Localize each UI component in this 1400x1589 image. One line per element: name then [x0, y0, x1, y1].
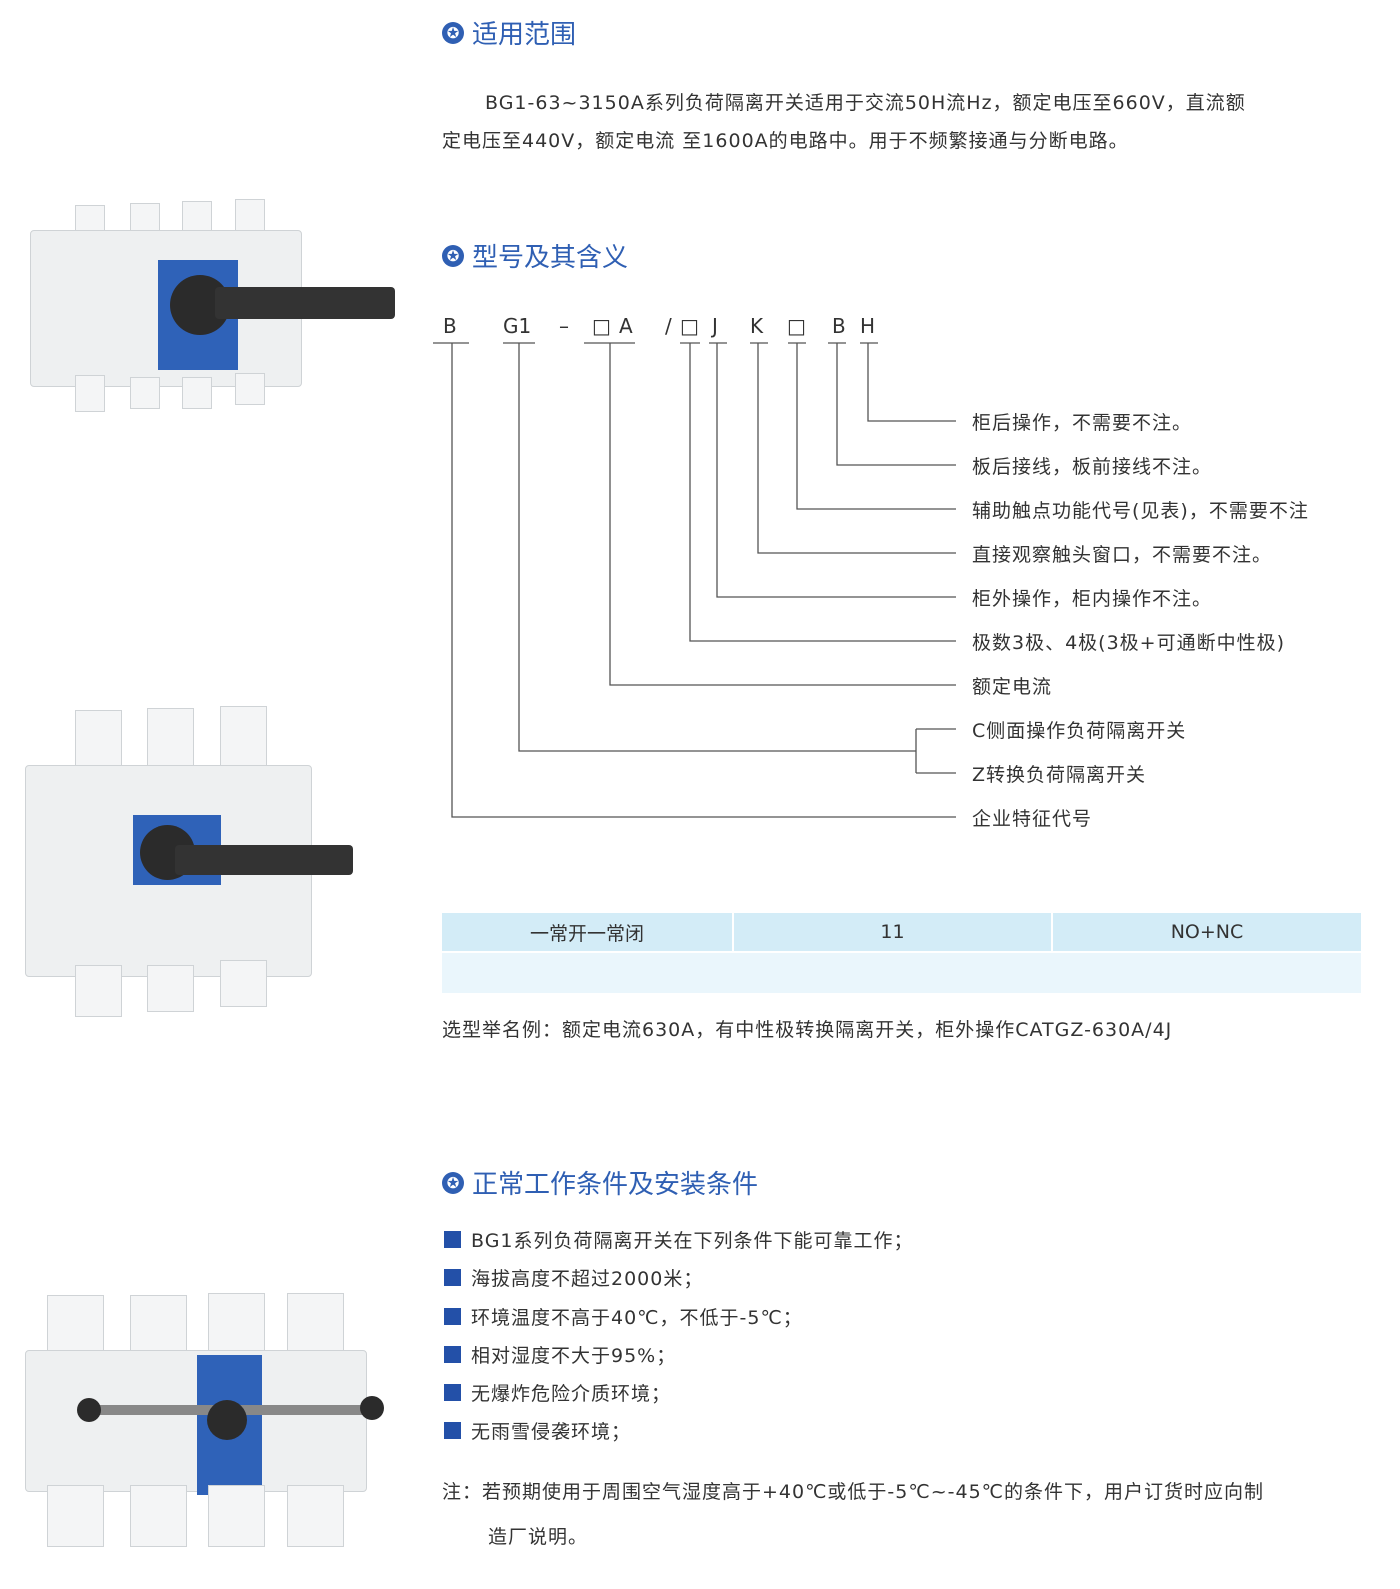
bullet-square-icon [444, 1346, 461, 1363]
section-title-scope: ✪ 适用范围 [442, 14, 576, 51]
condition-text: 相对湿度不大于95%； [471, 1345, 677, 1367]
selection-example: 选型举名例：额定电流630A，有中性极转换隔离开关，柜外操作CATGZ-630A… [442, 1019, 1173, 1041]
table-cell [733, 952, 1052, 993]
condition-text: 环境温度不高于40℃，不低于-5℃； [471, 1307, 803, 1329]
bullet-square-icon [444, 1384, 461, 1401]
condition-item: 无雨雪侵袭环境； [444, 1417, 631, 1444]
code-char: / [665, 314, 672, 338]
code-char: J [712, 314, 718, 338]
code-char: B [832, 314, 846, 338]
table-row: 一常开一常闭 11 NO+NC [442, 913, 1361, 952]
condition-item: 相对湿度不大于95%； [444, 1341, 676, 1368]
code-char: □ [787, 314, 806, 338]
note-line-1: 注：若预期使用于周围空气湿度高于+40℃或低于-5℃~-45℃的条件下，用户订货… [442, 1481, 1265, 1503]
model-label: 柜外操作，柜内操作不注。 [972, 588, 1213, 610]
table-cell: 一常开一常闭 [442, 913, 734, 952]
table-cell [442, 952, 733, 993]
model-diagram-lines [433, 342, 956, 818]
aux-contact-table: 一常开一常闭 11 NO+NC [442, 913, 1361, 993]
star-icon: ✪ [442, 1171, 464, 1194]
heading-text: 正常工作条件及安装条件 [472, 1170, 759, 1200]
section-title-conditions: ✪ 正常工作条件及安装条件 [442, 1164, 758, 1201]
bullet-square-icon [444, 1308, 461, 1325]
condition-text: BG1系列负荷隔离开关在下列条件下能可靠工作； [471, 1230, 914, 1252]
model-label: 额定电流 [972, 676, 1053, 698]
model-label: 直接观察触头窗口，不需要不注。 [972, 544, 1273, 566]
model-label: 辅助触点功能代号(见表)，不需要不注 [972, 500, 1309, 522]
scope-text-1: BG1-63~3150A系列负荷隔离开关适用于交流50H流Hz，额定电压至660… [485, 92, 1246, 114]
code-char: K [750, 314, 764, 338]
bullet-square-icon [444, 1269, 461, 1286]
code-char: A [619, 314, 633, 338]
star-icon: ✪ [442, 21, 464, 44]
code-char: B [443, 314, 457, 338]
code-char: – [559, 314, 569, 338]
code-char: H [860, 314, 876, 338]
table-row [442, 952, 1361, 993]
note-line-2: 造厂说明。 [488, 1526, 589, 1548]
product-image-2 [25, 700, 365, 1020]
model-label: Z转换负荷隔离开关 [972, 764, 1147, 786]
code-char: □ [592, 314, 611, 338]
table-cell [1052, 952, 1361, 993]
table-cell: 11 [733, 913, 1053, 952]
code-char: G1 [503, 314, 532, 338]
product-image-3 [25, 1290, 385, 1555]
condition-item: 环境温度不高于40℃，不低于-5℃； [444, 1303, 803, 1330]
bullet-square-icon [444, 1422, 461, 1439]
product-image-1 [30, 195, 400, 415]
model-label: 企业特征代号 [972, 808, 1093, 830]
condition-item: BG1系列负荷隔离开关在下列条件下能可靠工作； [444, 1226, 914, 1253]
table-cell: NO+NC [1170, 921, 1244, 943]
section-title-model: ✪ 型号及其含义 [442, 237, 628, 274]
model-label: C侧面操作负荷隔离开关 [972, 720, 1187, 742]
model-label: 柜后操作，不需要不注。 [972, 412, 1193, 434]
condition-text: 海拔高度不超过2000米； [471, 1268, 704, 1290]
condition-text: 无雨雪侵袭环境； [471, 1421, 632, 1443]
model-label: 极数3极、4极(3极+可通断中性极) [972, 632, 1286, 654]
code-char: □ [680, 314, 699, 338]
star-icon: ✪ [442, 244, 464, 267]
condition-text: 无爆炸危险介质环境； [471, 1383, 672, 1405]
heading-text: 型号及其含义 [472, 243, 629, 273]
model-label: 板后接线，板前接线不注。 [972, 456, 1213, 478]
condition-item: 无爆炸危险介质环境； [444, 1379, 671, 1406]
condition-item: 海拔高度不超过2000米； [444, 1264, 703, 1291]
bullet-square-icon [444, 1231, 461, 1248]
heading-text: 适用范围 [472, 20, 577, 50]
scope-text-2: 定电压至440V，额定电流 至1600A的电路中。用于不频繁接通与分断电路。 [442, 130, 1129, 152]
